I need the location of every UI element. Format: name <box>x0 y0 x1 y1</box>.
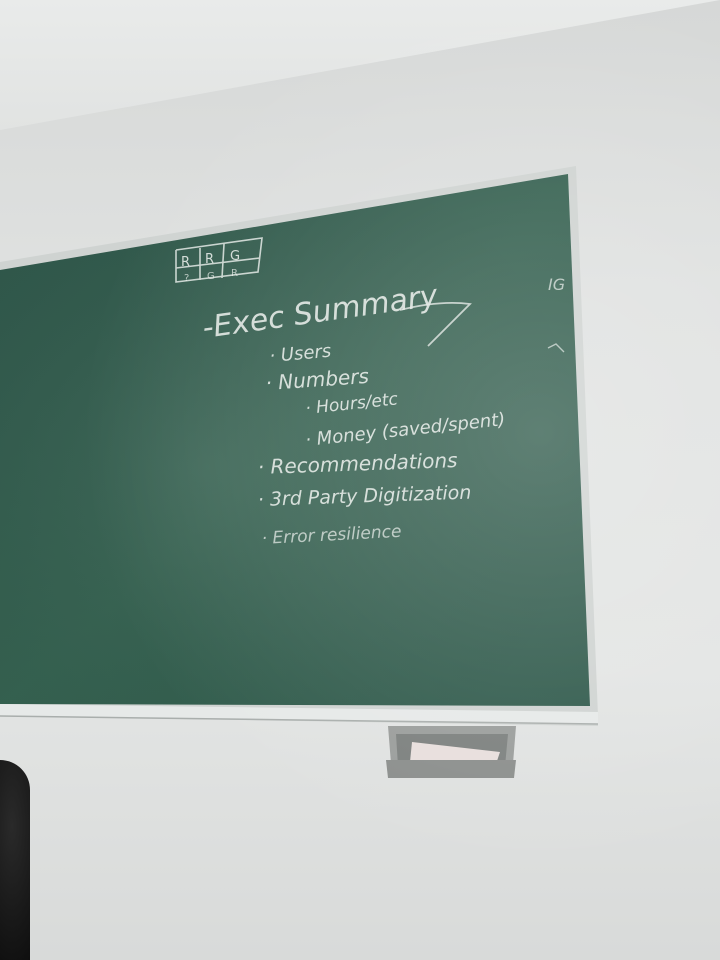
chalk-ledge <box>0 704 598 724</box>
grid-cell-3: G <box>230 249 240 264</box>
grid-cell-1: R <box>181 255 190 270</box>
title-underline-stroke <box>399 301 472 347</box>
eraser-tray <box>386 726 516 778</box>
margin-tick <box>547 343 565 353</box>
person-silhouette <box>0 760 30 960</box>
margin-mark: IG <box>548 275 565 294</box>
grid-cell-2: R <box>205 252 214 267</box>
grid-cell-6: R <box>231 268 238 279</box>
grid-cell-4: ? <box>184 273 189 284</box>
grid-cell-5: G <box>207 271 215 282</box>
chalk-grid <box>175 237 263 283</box>
